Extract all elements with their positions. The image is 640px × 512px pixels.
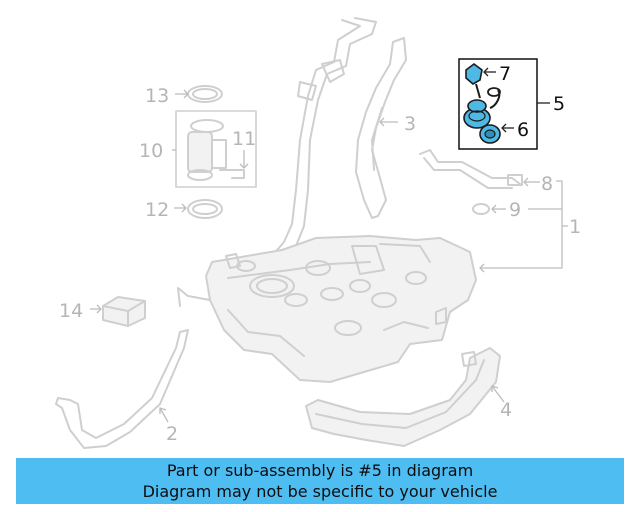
callout-9: 9	[509, 199, 521, 221]
arrow-13	[183, 89, 189, 99]
arrow-11	[239, 163, 249, 169]
leader-1	[528, 208, 568, 227]
arrow-2	[159, 407, 167, 414]
callout-13: 13	[145, 85, 169, 107]
part-12-lock-ring	[187, 199, 223, 219]
part-5-grommet	[463, 99, 491, 129]
info-banner: Part or sub-assembly is #5 in diagram Di…	[16, 458, 624, 504]
callout-14: 14	[59, 300, 83, 322]
part-10-box	[175, 110, 257, 188]
part-14-module	[102, 296, 146, 327]
arrow-7	[483, 67, 489, 77]
callout-8: 8	[541, 173, 553, 195]
part-5-wire-loop	[487, 87, 501, 97]
part-9-washer	[472, 203, 490, 215]
part-5-box	[458, 58, 538, 150]
part-13-gasket	[187, 85, 223, 103]
part-3-vent-pipe	[355, 37, 407, 219]
leader-4	[491, 385, 505, 403]
part-4-heat-shield	[305, 347, 501, 447]
callout-10: 10	[139, 140, 163, 162]
arrow-8	[523, 177, 529, 187]
part-2-strap	[55, 329, 189, 449]
part-5-wire	[475, 83, 501, 109]
callout-1: 1	[569, 216, 581, 238]
banner-line-1: Part or sub-assembly is #5 in diagram	[166, 461, 474, 480]
fuel-tank	[177, 235, 477, 383]
banner-line-2: Diagram may not be specific to your vehi…	[142, 482, 498, 501]
arrow-12	[181, 203, 187, 213]
callout-6: 6	[517, 119, 529, 141]
callout-2: 2	[166, 423, 178, 445]
part-10-pump-module	[187, 119, 245, 181]
arrow-14	[96, 304, 102, 314]
arrow-3	[379, 117, 385, 127]
callout-11: 11	[232, 128, 256, 150]
part-6-ring	[479, 124, 501, 144]
callout-4: 4	[500, 399, 512, 421]
filler-neck-pipe	[271, 17, 377, 263]
arrow-4	[491, 385, 499, 392]
part-8-vapor-line	[419, 149, 523, 189]
callout-7: 7	[499, 63, 511, 85]
bracket-1	[480, 180, 563, 269]
callout-5: 5	[553, 93, 565, 115]
leader-2	[159, 407, 169, 423]
arrow-1	[479, 263, 485, 273]
part-7-connector	[465, 63, 483, 85]
arrow-6	[501, 123, 507, 133]
arrow-9	[491, 204, 497, 214]
callout-3: 3	[404, 113, 416, 135]
callout-12: 12	[145, 199, 169, 221]
